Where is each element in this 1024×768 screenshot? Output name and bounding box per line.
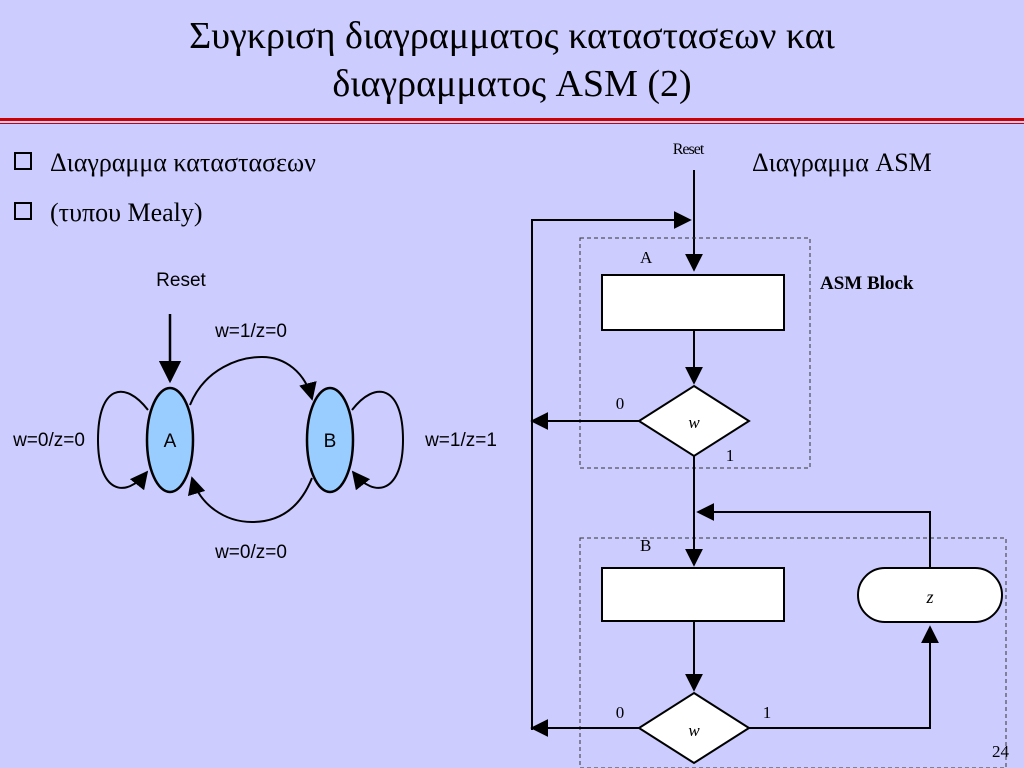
- edge-a-to-b-label: w=1/z=0: [214, 321, 287, 342]
- state-diagram: Reset A B w=1/z=0 w=0/z=0 w=0/z=0 w=1/z=…: [12, 270, 497, 563]
- self-loop-a: [96, 390, 149, 491]
- edge-b-to-a: [187, 476, 313, 524]
- edge-a-to-b: [189, 355, 317, 406]
- self-loop-a-label: w=0/z=0: [12, 430, 85, 451]
- asm-decision-1-one: 1: [726, 446, 735, 465]
- page-number: 24: [992, 742, 1009, 761]
- asm-decision-2-zero: 0: [616, 703, 625, 722]
- asm-diagram-heading: Διαγραμμα ASM: [752, 148, 932, 177]
- self-loop-b-label: w=1/z=1: [424, 430, 497, 451]
- state-a-node: [145, 386, 195, 494]
- state-b-text: B: [324, 431, 337, 452]
- asm-block-b-outline: [579, 537, 1007, 768]
- asm-output-to-b-arrow: [696, 503, 931, 568]
- asm-block-label: ASM Block: [820, 273, 914, 294]
- asm-decision-2-var: w: [688, 721, 700, 740]
- state-b-node: [305, 386, 355, 494]
- asm-chart: Reset ASM Block A w 0 1 B w 0 1 z: [530, 141, 1007, 768]
- asm-state-a-label: A: [640, 248, 653, 267]
- bullet-item-2: (τυπου Mealy): [14, 198, 203, 228]
- asm-state-b-label: B: [640, 536, 651, 555]
- asm-output-label: z: [925, 587, 933, 607]
- asm-state-b-box: [601, 567, 785, 622]
- asm-decision-1-var: w: [688, 413, 700, 432]
- asm-decision-2-one-arrow: [749, 625, 939, 729]
- title-divider: [0, 118, 1024, 121]
- bullet-item-1: Διαγραμμα καταστασεων: [14, 148, 316, 178]
- title-line-2: διαγραμματος ASM (2): [332, 63, 692, 105]
- self-loop-b: [351, 390, 405, 491]
- slide-title: Συγκριση διαγραμματος καταστασεων και δι…: [0, 12, 1024, 108]
- title-divider-thin: [0, 123, 1024, 124]
- asm-decision-2: [637, 691, 751, 765]
- bullet-text-2: (τυπου Mealy): [50, 198, 203, 227]
- asm-decision-1-zero: 0: [616, 394, 625, 413]
- title-line-1: Συγκριση διαγραμματος καταστασεων και: [189, 15, 835, 57]
- asm-feedback-to-a: [531, 211, 692, 730]
- asm-reset-label: Reset: [673, 141, 705, 158]
- asm-state-a-box: [601, 274, 785, 331]
- bullet-text-1: Διαγραμμα καταστασεων: [50, 148, 316, 177]
- checkbox-bullet-icon: [14, 152, 32, 170]
- edge-b-to-a-label: w=0/z=0: [214, 542, 287, 563]
- asm-decision-2-one: 1: [763, 703, 772, 722]
- checkbox-bullet-icon: [14, 202, 32, 220]
- state-reset-label: Reset: [156, 270, 206, 291]
- state-a-text: A: [164, 431, 177, 452]
